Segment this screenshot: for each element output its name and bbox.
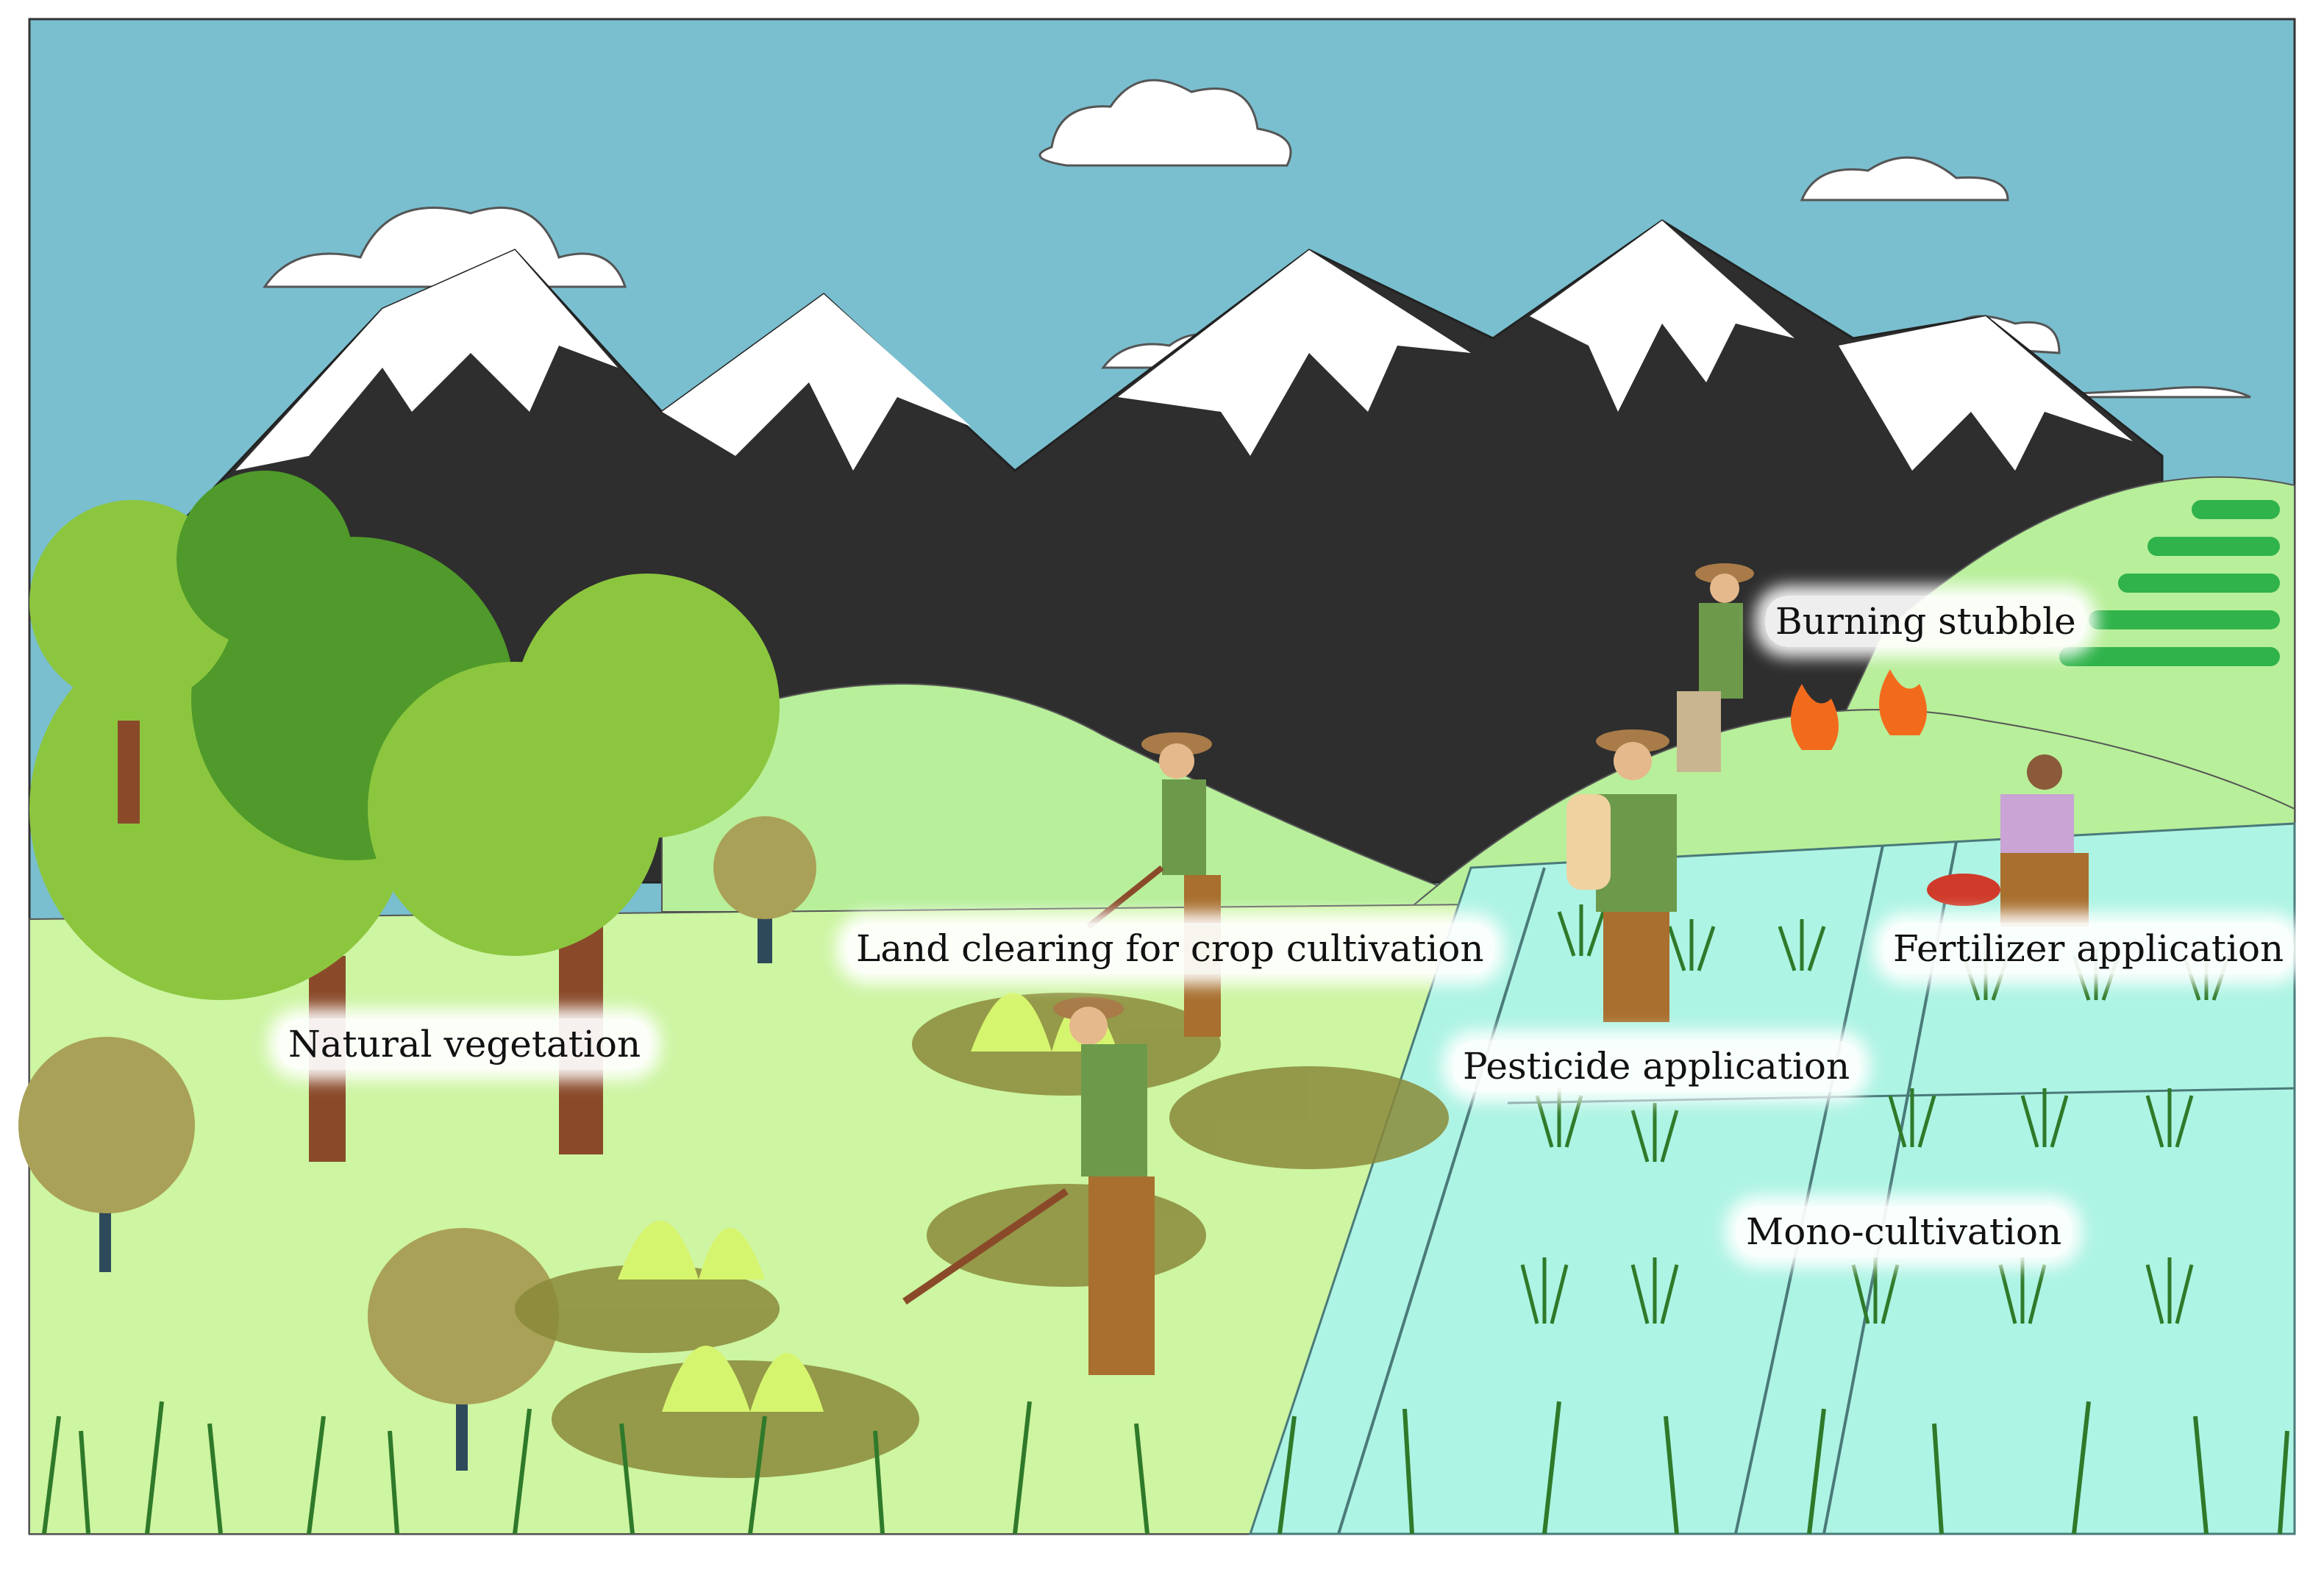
label-pesticide-application: Pesticide application bbox=[1452, 1040, 1861, 1092]
label-burning-stubble: Burning stubble bbox=[1765, 596, 2086, 647]
rice-plants bbox=[1520, 904, 2231, 1324]
label-natural-vegetation: Natural vegetation bbox=[278, 1018, 652, 1070]
label-land-clearing: Land clearing for crop cultivation bbox=[846, 923, 1494, 974]
farmer-weeding bbox=[902, 997, 1155, 1375]
cloud bbox=[1800, 156, 2009, 201]
label-mono-cultivation: Mono-cultivation bbox=[1736, 1206, 2072, 1257]
fire-icon bbox=[1791, 669, 1927, 750]
farmer-burning-stubble bbox=[1677, 563, 1754, 772]
cloud bbox=[1038, 79, 1292, 167]
tree bbox=[29, 471, 353, 824]
foreground-grass bbox=[42, 1401, 2289, 1535]
label-fertilizer-application: Fertilizer application bbox=[1883, 923, 2295, 974]
farmer-pesticide bbox=[1566, 729, 1677, 1022]
cloud bbox=[263, 207, 627, 288]
shrub bbox=[18, 1037, 195, 1272]
terraces bbox=[2059, 500, 2280, 666]
farmer-fertilizer bbox=[1927, 754, 2089, 927]
tree bbox=[713, 816, 816, 963]
hill bbox=[661, 683, 1508, 913]
shrub bbox=[368, 1228, 559, 1471]
